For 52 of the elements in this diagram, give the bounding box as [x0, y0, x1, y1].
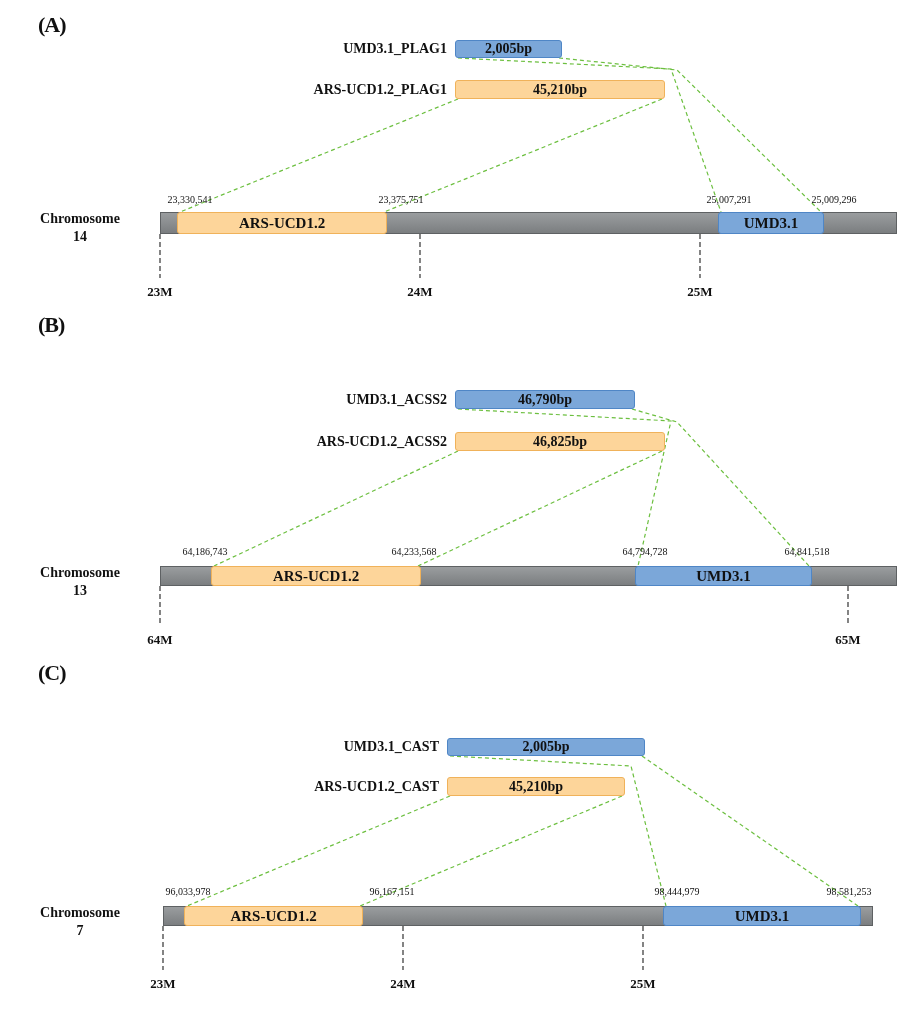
connector-line [186, 795, 451, 907]
assembly-segment: UMD3.1 [663, 906, 861, 926]
gene-label: ARS-UCD1.2_ACSS2 [316, 432, 447, 451]
coordinate-label: 25,009,296 [811, 194, 857, 205]
gene-bar: 2,005bp [455, 40, 562, 58]
gene-bar: 45,210bp [447, 777, 625, 796]
panel-label: (A) [38, 12, 66, 38]
coordinate-label: 98,581,253 [826, 886, 872, 897]
coordinate-label: 64,794,728 [622, 546, 668, 557]
gene-label: UMD3.1_ACSS2 [346, 390, 447, 409]
coordinate-label: 96,033,978 [165, 886, 211, 897]
gene-label: ARS-UCD1.2_CAST [314, 777, 439, 796]
gene-bar: 2,005bp [447, 738, 645, 756]
connector-line [383, 98, 663, 213]
connector-line [213, 450, 459, 567]
tick-label: 24M [390, 976, 416, 992]
assembly-segment: UMD3.1 [718, 212, 824, 234]
connector-line [179, 98, 459, 213]
coordinate-label: 25,007,291 [706, 194, 752, 205]
panel-label: (B) [38, 312, 65, 338]
tick-label: 23M [150, 976, 176, 992]
tick-label: 25M [630, 976, 656, 992]
gene-label: UMD3.1_CAST [343, 738, 439, 756]
gene-label: UMD3.1_PLAG1 [343, 40, 447, 58]
assembly-segment: ARS-UCD1.2 [211, 566, 421, 586]
gene-bar: 46,790bp [455, 390, 635, 409]
chromosome-label: Chromosome 14 [39, 210, 121, 246]
coordinate-label: 98,444,979 [654, 886, 700, 897]
panel-label: (C) [38, 660, 66, 686]
chromosome-label: Chromosome 13 [39, 564, 121, 600]
coordinate-label: 64,233,568 [391, 546, 437, 557]
coordinate-label: 23,375,751 [378, 194, 424, 205]
chromosome-label: Chromosome 7 [39, 904, 121, 940]
coordinate-label: 64,841,518 [784, 546, 830, 557]
assembly-segment: UMD3.1 [635, 566, 812, 586]
gene-label: ARS-UCD1.2_PLAG1 [313, 80, 447, 99]
gene-bar: 45,210bp [455, 80, 665, 99]
assembly-segment: ARS-UCD1.2 [177, 212, 387, 234]
tick-label: 23M [147, 284, 173, 300]
coordinate-label: 23,330,541 [167, 194, 213, 205]
gene-bar: 46,825bp [455, 432, 665, 451]
tick-label: 64M [147, 632, 173, 648]
assembly-segment: ARS-UCD1.2 [184, 906, 363, 926]
tick-label: 24M [407, 284, 433, 300]
coordinate-label: 64,186,743 [182, 546, 228, 557]
tick-label: 65M [835, 632, 861, 648]
coordinate-label: 96,167,151 [369, 886, 415, 897]
connector-line [359, 795, 623, 907]
connector-line [641, 755, 859, 907]
tick-label: 25M [687, 284, 713, 300]
connector-line [417, 450, 663, 567]
connector-line [558, 57, 822, 213]
